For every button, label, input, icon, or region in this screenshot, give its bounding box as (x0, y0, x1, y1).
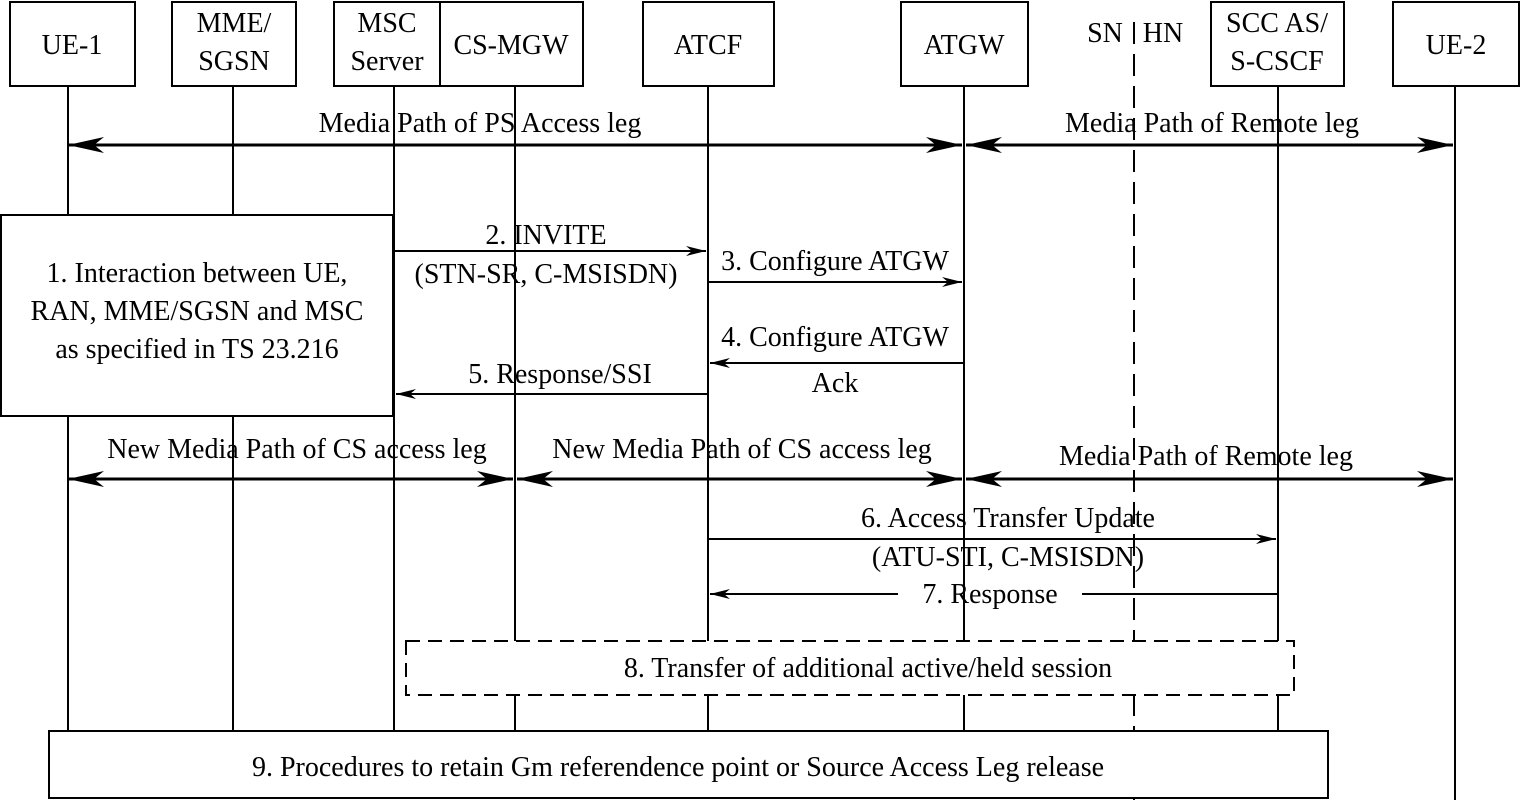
messages-6-7-labels: 6. Access Transfer Update (ATU-STI, C-MS… (861, 503, 1155, 610)
step9-box (48, 730, 1329, 799)
entity-label-atcf: ATCF (674, 30, 742, 61)
msg2-label-line2: (STN-SR, C-MSISDN) (415, 259, 678, 290)
entity-box-scc-as (1210, 1, 1345, 87)
media-paths-bottom-labels: New Media Path of CS access leg New Medi… (107, 434, 1353, 472)
step1-line3: as specified in TS 23.216 (55, 334, 338, 365)
network-label-hn: HN (1143, 18, 1183, 49)
entity-label-atgw: ATGW (924, 30, 1005, 61)
step8-label: 8. Transfer of additional active/held se… (624, 653, 1112, 684)
entity-box-ue1 (9, 1, 136, 87)
step1-line1: 1. Interaction between UE, (47, 258, 348, 289)
step1-box (0, 214, 394, 417)
label-remote-leg-top: Media Path of Remote leg (1065, 108, 1359, 139)
entity-label-ue2: UE-2 (1426, 30, 1487, 61)
label-new-cs-right: New Media Path of CS access leg (552, 434, 931, 465)
entity-label-cs-mgw: CS-MGW (453, 30, 569, 61)
msg4-label-line1: 4. Configure ATGW (721, 322, 949, 353)
messages-2-5 (394, 246, 964, 399)
msg5-label: 5. Response/SSI (468, 359, 652, 390)
msg4-label-line2: Ack (812, 368, 859, 399)
step1-text: 1. Interaction between UE, RAN, MME/SGSN… (31, 258, 364, 365)
entity-label-msc-line2: Server (350, 46, 424, 77)
entity-box-ue2 (1392, 1, 1520, 87)
entity-label-scc-line1: SCC AS/ (1226, 8, 1328, 39)
entity-labels: UE-1 MME/ SGSN MSC Server CS-MGW ATCF AT… (42, 8, 1487, 77)
entity-label-mme-line1: MME/ (197, 8, 272, 39)
entity-box-mme-sgsn (171, 1, 297, 87)
entity-label-msc-line1: MSC (357, 8, 416, 39)
entity-box-atgw (900, 1, 1029, 87)
entity-label-ue1: UE-1 (42, 30, 103, 61)
label-remote-leg-bottom: Media Path of Remote leg (1059, 441, 1353, 472)
step1-line2: RAN, MME/SGSN and MSC (31, 296, 364, 327)
msg6-label-line1: 6. Access Transfer Update (861, 503, 1155, 534)
label-new-cs-left: New Media Path of CS access leg (107, 434, 486, 465)
entity-label-scc-line2: S-CSCF (1230, 46, 1323, 77)
msg3-label: 3. Configure ATGW (721, 246, 949, 277)
step9-label: 9. Procedures to retain Gm referendence … (252, 752, 1104, 783)
entity-label-mme-line2: SGSN (198, 46, 270, 77)
network-label-sn: SN (1087, 18, 1123, 49)
entity-box-msc-server (333, 1, 441, 87)
label-ps-access-leg: Media Path of PS Access leg (319, 108, 642, 139)
step8-box (405, 640, 1295, 696)
messages-6-7 (708, 534, 1278, 599)
entity-box-cs-mgw (439, 1, 584, 87)
msg2-label-line1: 2. INVITE (485, 220, 606, 251)
entity-box-atcf (642, 1, 775, 87)
msg6-label-line2: (ATU-STI, C-MSISDN) (872, 542, 1144, 573)
msg7-label: 7. Response (922, 579, 1057, 610)
messages-2-5-labels: 2. INVITE (STN-SR, C-MSISDN) 3. Configur… (415, 220, 950, 399)
entity-headers (9, 1, 1520, 87)
